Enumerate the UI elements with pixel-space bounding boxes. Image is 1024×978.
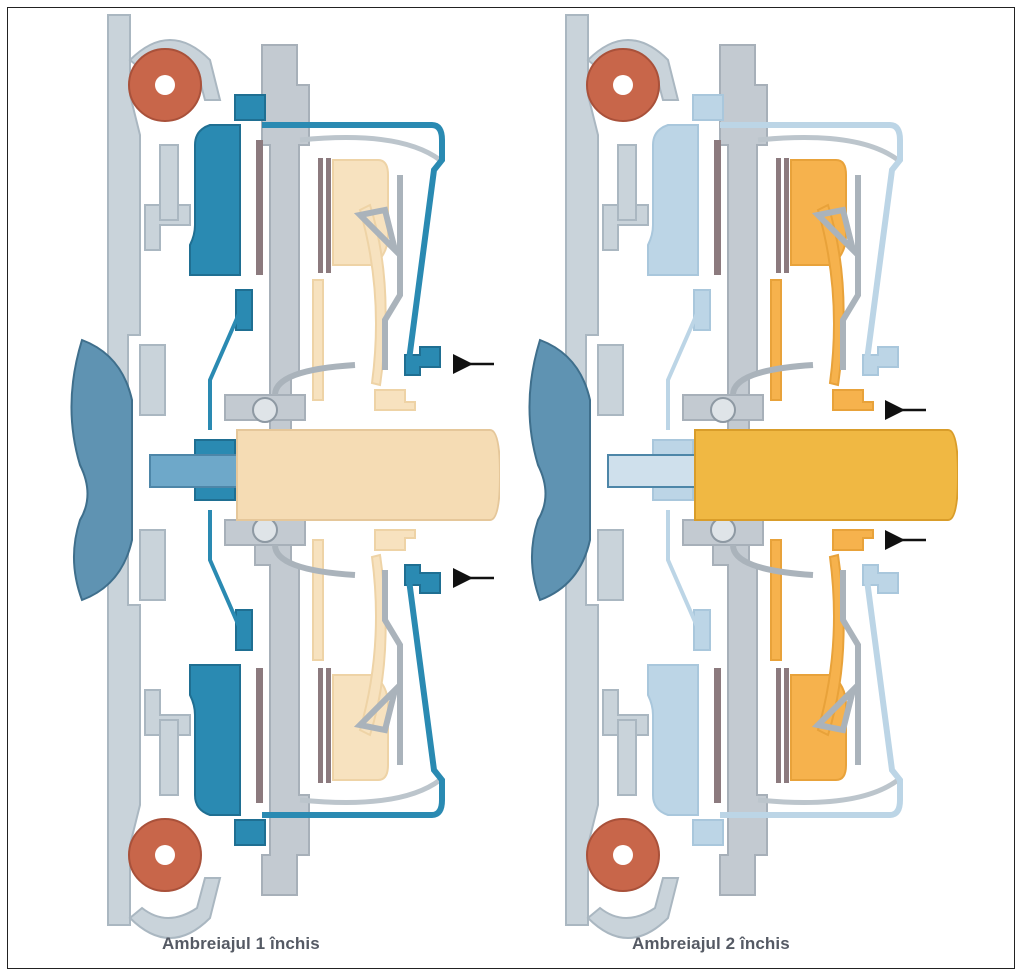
diagram-frame [7, 7, 1015, 969]
caption-clutch-2: Ambreiajul 2 închis [632, 934, 790, 953]
caption-clutch-1: Ambreiajul 1 închis [162, 934, 320, 953]
clutch-2-closed-panel [529, 15, 958, 938]
clutch-1-closed-panel [71, 15, 500, 938]
